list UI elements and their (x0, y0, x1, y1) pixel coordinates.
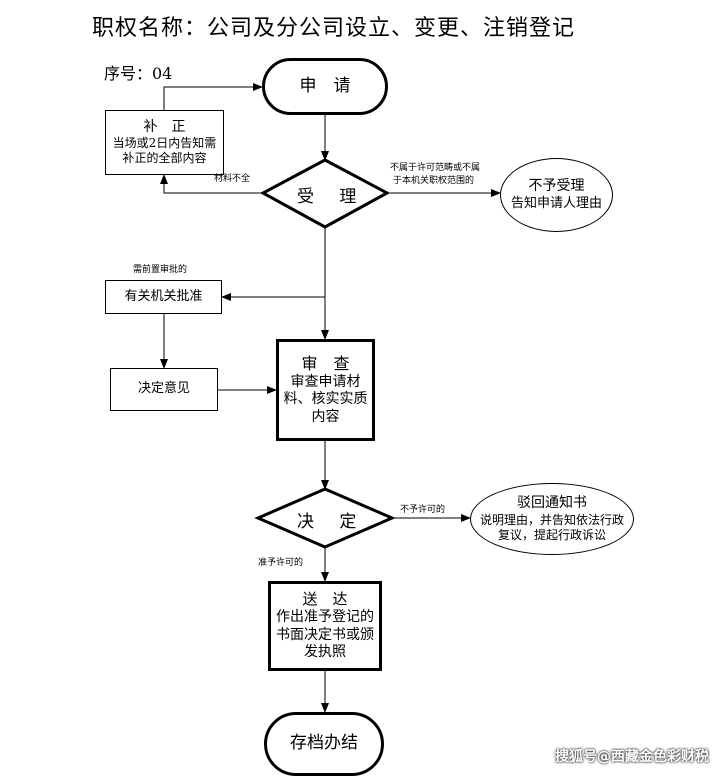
review-node: 审 查 审查申请材 料、核实实质 内容 (276, 339, 375, 441)
reject-node: 不予受理 告知申请人理由 (500, 158, 613, 232)
edge-label-out-of-scope-2: 于本机关职权范围的 (393, 176, 475, 186)
opinion-node: 决定意见 (110, 368, 218, 411)
reject-desc: 告知申请人理由 (510, 195, 602, 211)
rejection-notice-line2: 复议，提起行政诉讼 (497, 527, 606, 542)
rejection-notice-line1: 说明理由，并告知依法行政 (479, 512, 624, 527)
accept-diamond (259, 158, 391, 229)
edge-label-out-of-scope-1: 不属于许可范畴或不属 (390, 163, 481, 173)
review-line3: 内容 (311, 408, 340, 425)
deliver-node: 送 达 作出准予登记的 书面决定书或颁 发执照 (268, 581, 382, 671)
apply-label: 申 请 (299, 75, 351, 96)
decide-label: 决 定 (297, 512, 367, 532)
supplement-node: 补 正 当场或2日内告知需 补正的全部内容 (105, 110, 224, 175)
approval-node: 有关机关批准 (105, 280, 222, 314)
edge-label-incomplete: 材料不全 (214, 174, 251, 184)
review-line2: 料、核实实质 (283, 391, 368, 408)
decide-diamond (254, 487, 396, 549)
rejection-notice-title: 驳回通知书 (517, 495, 587, 512)
supplement-title: 补 正 (143, 118, 186, 135)
supplement-line2: 补正的全部内容 (122, 151, 207, 166)
opinion-label: 决定意见 (137, 381, 190, 397)
deliver-line1: 作出准予登记的 (276, 609, 374, 626)
page-title: 职权名称：公司及分公司设立、变更、注销登记 (92, 16, 576, 41)
deliver-line3: 发执照 (304, 644, 346, 661)
edge-label-pre-approval: 需前置审批的 (133, 265, 188, 275)
watermark: 搜狐号@西藏金色彩财税 (555, 749, 709, 765)
accept-label: 受 理 (297, 187, 367, 207)
edge-accept-supplement (160, 174, 263, 194)
deliver-title: 送 达 (302, 590, 348, 609)
rejection-notice-node: 驳回通知书 说明理由，并告知依法行政 复议，提起行政诉讼 (470, 483, 634, 555)
serial-number: 序号：04 (104, 64, 173, 83)
archive-label: 存档办结 (290, 733, 358, 754)
edge-label-not-permitted: 不予许可的 (400, 505, 446, 515)
review-line1: 审查申请材 (290, 373, 361, 390)
deliver-line2: 书面决定书或颁 (276, 626, 374, 643)
review-title: 审 查 (301, 353, 350, 373)
edge-label-permitted: 准予许可的 (258, 558, 304, 568)
edge-supplement-apply (163, 83, 263, 110)
archive-node: 存档办结 (264, 712, 384, 776)
apply-node: 申 请 (262, 58, 388, 115)
reject-title: 不予受理 (528, 178, 585, 195)
approval-label: 有关机关批准 (124, 288, 203, 304)
supplement-line1: 当场或2日内告知需 (112, 136, 217, 151)
